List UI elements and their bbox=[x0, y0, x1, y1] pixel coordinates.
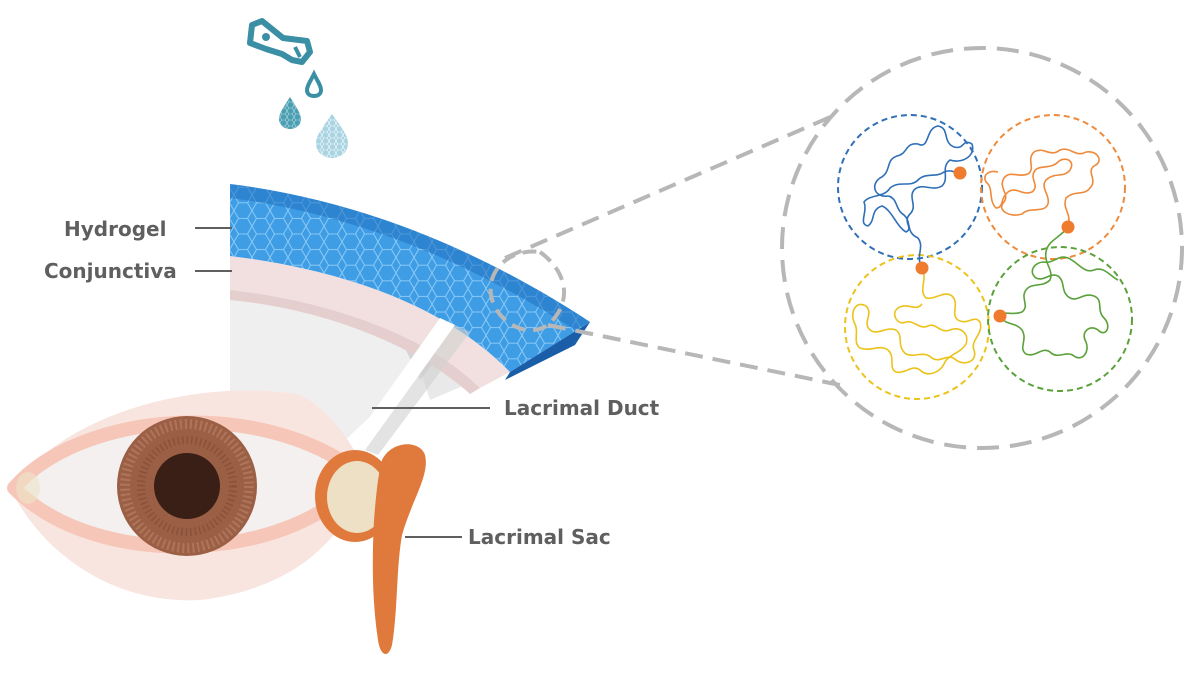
polymer-chain-yellow bbox=[851, 267, 982, 375]
polymer-coil-green bbox=[987, 246, 1133, 392]
polymer-network bbox=[837, 114, 1133, 400]
lacrimal-sac bbox=[315, 444, 426, 655]
leader-lines bbox=[195, 227, 490, 538]
polymer-coil-blue bbox=[837, 114, 983, 260]
lacrimal-duct bbox=[350, 318, 470, 455]
water-drop-icon bbox=[316, 114, 348, 158]
eye-dropper-icon bbox=[247, 18, 313, 65]
crosslink-dot bbox=[915, 261, 929, 275]
water-drop-icon bbox=[304, 69, 324, 99]
polymer-coil-yellow bbox=[844, 254, 990, 400]
polymer-chain-green bbox=[999, 226, 1119, 359]
water-drop-icon bbox=[279, 97, 301, 129]
polymer-chain-orange bbox=[984, 148, 1100, 228]
crosslink-dot bbox=[993, 309, 1007, 323]
magnifier-guides bbox=[488, 46, 1184, 450]
label-lacrimal-sac: Lacrimal Sac bbox=[468, 525, 611, 549]
crosslink-dot bbox=[1061, 220, 1075, 234]
crosslink-dot bbox=[953, 166, 967, 180]
polymer-chain-blue bbox=[862, 125, 974, 269]
pupil bbox=[154, 453, 220, 519]
eye bbox=[7, 390, 369, 601]
polymer-coil-orange bbox=[980, 114, 1126, 260]
label-hydrogel: Hydrogel bbox=[64, 217, 167, 241]
label-conjunctiva: Conjunctiva bbox=[44, 259, 177, 283]
label-lacrimal-duct: Lacrimal Duct bbox=[504, 396, 660, 420]
